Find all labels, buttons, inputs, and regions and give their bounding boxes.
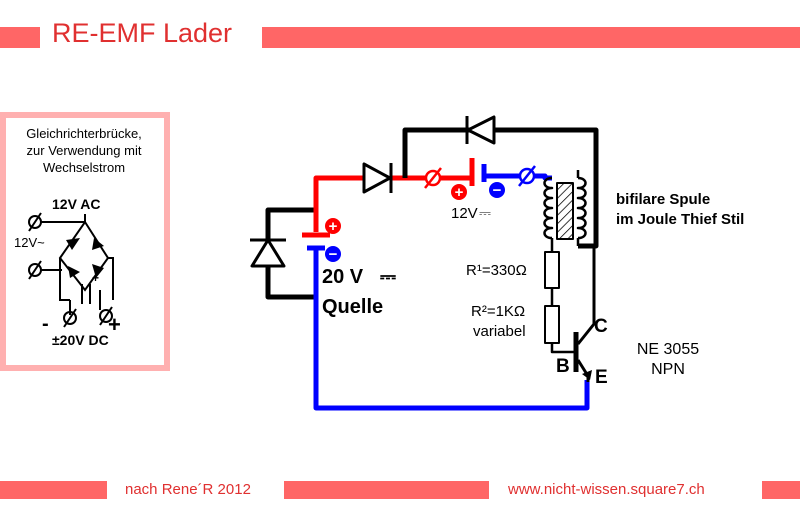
transistor-collector-lead [576,246,596,345]
source-minus-marker-icon [325,246,341,262]
pin-c-label: C [594,316,608,337]
terminal-blue-slash [518,165,536,187]
header-bar-left [0,27,40,48]
r1-label: R¹=330Ω [466,262,527,279]
source-voltage-label: 20 V [322,266,364,288]
footer-bar-left [0,481,107,499]
source-plus-marker-sign: + [329,218,338,235]
inset-caption-line-1: Gleichrichterbrücke, [26,126,142,141]
header-bar-right [262,27,800,48]
source-plus-marker-icon [325,218,341,234]
dc-label: ±20V DC [52,332,109,348]
wire-negative-blue-top [484,173,552,181]
bridge-wiring [41,214,114,315]
source-label: Quelle [322,296,383,318]
coil-winding-left [543,176,554,240]
ac-tilde-label: 12V~ [14,235,45,250]
coil-winding-right [576,176,587,240]
bridge-diode-2-icon [92,238,104,250]
dc-terminal-minus-icon [63,311,77,325]
dc-plus-label: + [108,312,121,337]
coil-core-icon [556,182,574,240]
dc-minus-label: - [42,313,49,335]
battery-minus-marker-icon [489,182,505,198]
wire-negative-blue-bottom [313,250,590,411]
inset-frame [0,112,170,371]
transistor-emitter-lead [576,359,590,382]
dc-terminal-plus-slash [99,306,113,326]
rectifier-inset: Gleichrichterbrücke, zur Verwendung mit … [0,112,170,371]
coil-label-line-2: im Joule Thief Stil [616,211,744,228]
r2-note: variabel [473,323,526,340]
page-title: RE-EMF Lader [52,18,233,48]
series-diode-icon [362,162,392,194]
ac-label: 12V AC [52,196,101,212]
battery-dc-symbol: ⎓ [479,205,491,222]
resistor-r2-icon [544,305,560,344]
footer-url: www.nicht-wissen.square7.ch [508,481,705,498]
source-minus-marker-sign: − [329,246,338,263]
ac-terminal-top-slash [28,212,42,232]
inset-caption-line-2: zur Verwendung mit [27,143,142,158]
circuit-labels: 12V ⎓ 20 V ⎓ Quelle bifilare Spule im Jo… [322,191,744,388]
bridge-plus-sign: + [92,271,99,285]
r2-label: R²=1KΩ [471,303,525,320]
transistor-type: NPN [651,361,685,378]
terminal-red-slash [424,167,442,189]
battery-label: 12V [451,205,478,222]
footer-bar-middle [284,481,489,499]
bridge-diode-4-icon [92,264,104,278]
dc-terminal-minus-slash [63,308,77,328]
pin-b-label: B [556,356,570,377]
source-dc-symbol: ⎓ [380,266,396,288]
resistor-r1-icon [544,251,560,289]
footer-bar-right [762,481,800,499]
bypass-wire [402,127,599,249]
battery-minus-marker-sign: − [493,182,502,199]
bypass-diode-icon [466,115,496,145]
transistor-name: NE 3055 [637,341,699,358]
battery-plus-marker-icon [451,184,467,200]
ac-terminal-bottom-slash [28,260,42,280]
bridge-diode-3-icon [68,266,80,278]
transistor-emitter-arrow-icon [582,370,592,380]
base-wire [550,238,575,354]
inset-caption-line-3: Wechselstrom [43,160,125,175]
pin-e-label: E [595,367,608,388]
battery-plus-marker-sign: + [455,184,464,201]
polarity-markers: + − + − [325,182,505,263]
footer-author: nach Rene´R 2012 [125,481,251,498]
source-diode-icon [250,238,286,268]
coil-label-line-1: bifilare Spule [616,191,710,208]
dc-terminal-plus-icon [99,309,113,323]
main-circuit [250,115,599,411]
bridge-diode-1-icon [66,238,80,250]
